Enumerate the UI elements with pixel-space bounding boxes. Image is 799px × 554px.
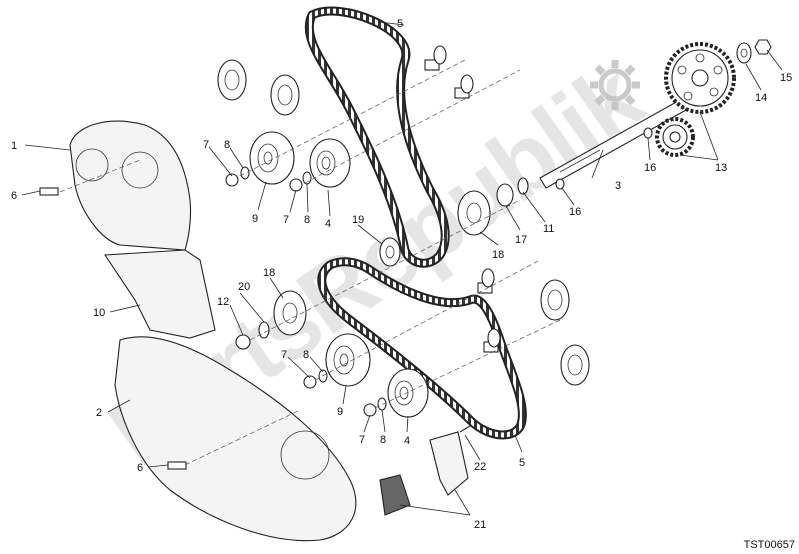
callout-2: 2 [96,407,102,419]
bolt-22 [459,425,471,433]
callout-13: 13 [715,162,727,174]
callout-4-upper: 4 [325,218,331,230]
upper-tensioner-roller-4 [309,138,351,188]
callout-labels: 1 2 3 4 4 5 5 6 6 7 7 7 7 8 8 8 8 9 9 10… [11,18,792,531]
callout-6-lower: 6 [137,462,143,474]
leader-lines [21,21,783,516]
callout-1: 1 [11,140,17,152]
callout-11: 11 [543,223,554,235]
large-gear-13 [664,42,736,114]
small-gear-13 [655,117,695,157]
lower-studs [477,268,501,353]
callout-5-upper: 5 [397,18,403,30]
lower-cam-pulley-top [540,279,570,321]
spacer-17-washer-11 [496,177,529,207]
assembly-guide-lines [59,59,561,466]
callout-21: 21 [474,519,486,531]
upper-timing-belt [304,6,450,268]
callout-4-lower: 4 [404,435,410,447]
lower-cam-pulley-bottom [560,344,590,386]
washer-14-nut-15 [736,39,772,64]
lower-tensioner-roller-9 [325,333,371,387]
callout-3: 3 [615,180,621,192]
callout-7-c: 7 [281,349,287,361]
guard-21 [379,431,469,516]
callout-8-d: 8 [380,434,386,446]
lower-tensioner-roller-4 [387,368,429,418]
callout-19: 19 [352,214,364,226]
spacer-19 [379,237,401,267]
callout-15: 15 [780,72,792,84]
callout-16-a: 16 [644,162,656,174]
callout-8-a: 8 [224,139,230,151]
callout-7-b: 7 [283,214,289,226]
callout-8-b: 8 [304,214,310,226]
drawing-code: TST00657 [743,539,795,551]
callout-16-b: 16 [569,206,581,218]
callout-8-c: 8 [303,349,309,361]
upper-belt-cover-1 [69,120,192,251]
lower-crank-pulley-18 [273,290,307,336]
callout-17: 17 [515,234,527,246]
watermark-gear-icon [590,60,640,110]
callout-9-lower: 9 [337,406,343,418]
keys-16 [555,127,653,190]
callout-5-lower: 5 [519,457,525,469]
callout-18-upper: 18 [492,249,504,261]
upper-cam-pulley-left [217,59,247,101]
upper-tensioner-roller-9 [249,131,295,185]
upper-cam-pulley-right [270,74,300,116]
bolts-6 [39,187,187,470]
callout-14: 14 [755,92,767,104]
upper-studs [424,45,474,99]
callout-22: 22 [474,461,486,473]
callout-18-lower: 18 [263,267,275,279]
callout-20: 20 [238,281,250,293]
callout-9-upper: 9 [252,213,258,225]
cover-bracket-10 [104,249,216,339]
lower-timing-belt [317,257,527,440]
callout-6-upper: 6 [11,190,17,202]
callout-12: 12 [217,296,229,308]
callout-7-a: 7 [203,139,209,151]
callout-7-d: 7 [359,434,365,446]
lower-belt-cover-2 [114,336,357,542]
callout-10: 10 [93,307,105,319]
upper-crank-pulley-18 [457,190,491,236]
